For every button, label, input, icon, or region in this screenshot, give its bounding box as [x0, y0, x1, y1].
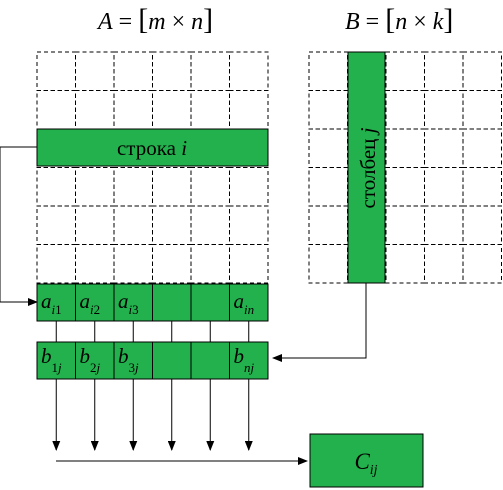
- result-cell: [309, 433, 424, 488]
- matrix-a-cell: [36, 90, 76, 130]
- matrix-b-cell: [308, 128, 348, 168]
- matrix-a-cell: [75, 90, 115, 130]
- column-to-vector-b-arrow: [272, 283, 367, 362]
- matrix-a-cell: [75, 51, 115, 91]
- vector-a-label: ai1: [41, 289, 62, 317]
- matrix-b-cell: [424, 128, 464, 168]
- result-label: Cij: [354, 449, 377, 478]
- matrix-a-cell: [152, 51, 192, 91]
- matrix-a-cell: [229, 205, 269, 245]
- matrix-a-cell: [36, 51, 76, 91]
- row-to-vector-a-arrow: [0, 146, 38, 306]
- matrix-b-cell: [308, 51, 348, 91]
- matrix-b-cell: [385, 244, 425, 284]
- matrix-a-cell: [113, 205, 153, 245]
- matrix-b-cell: [462, 244, 502, 284]
- vector-a-cell: [229, 283, 269, 322]
- matrix-b-grid: [308, 51, 502, 284]
- matrix-b-cell: [385, 90, 425, 130]
- matrix-a-cell: [113, 167, 153, 207]
- matrix-b-cell: [462, 128, 502, 168]
- matrix-a-cell: [190, 167, 230, 207]
- matrix-b-cell: [462, 51, 502, 91]
- matrix-b-highlight-column: [347, 51, 386, 284]
- vector-a-cell: [113, 283, 153, 322]
- vector-a: ai1 ai2 ai3 ain: [36, 283, 269, 322]
- matrix-a-cell: [75, 205, 115, 245]
- vector-b-cell: [36, 341, 76, 380]
- matrix-a-cell: [152, 205, 192, 245]
- matrix-a-cell: [190, 90, 230, 130]
- matrix-a-cell: [229, 90, 269, 130]
- matrix-b-cell: [424, 167, 464, 207]
- vector-a-label: ai3: [118, 289, 139, 317]
- matrix-a-cell: [75, 244, 115, 284]
- matrix-b-title: B = [n × k]: [345, 3, 453, 36]
- matrix-b-cell: [424, 90, 464, 130]
- vector-b-cell: [190, 341, 230, 380]
- vector-b-cell: [152, 341, 192, 380]
- summation-arrows: [52, 379, 253, 451]
- matrix-a-cell: [152, 244, 192, 284]
- matrix-a-cell: [152, 167, 192, 207]
- matrix-b-cell: [385, 128, 425, 168]
- matrix-a-cell: [190, 244, 230, 284]
- matrix-a-cell: [229, 51, 269, 91]
- vector-b-label: b2j: [80, 344, 101, 375]
- matrix-a-title: A = [m × n]: [96, 3, 213, 36]
- matrix-a-cell: [36, 205, 76, 245]
- matrix-b-cell: [424, 51, 464, 91]
- matrix-b-cell: [462, 205, 502, 245]
- matrix-b-cell: [424, 205, 464, 245]
- matrix-b-cell: [308, 244, 348, 284]
- matrix-a-cell: [152, 90, 192, 130]
- matrix-a-cell: [229, 167, 269, 207]
- matrix-a-grid: [36, 51, 269, 284]
- vector-a-cell: [152, 283, 192, 322]
- vector-a-label: ain: [234, 289, 255, 317]
- matrix-a-cell: [229, 244, 269, 284]
- matrix-b-cell: [385, 205, 425, 245]
- matrix-b-cell: [385, 51, 425, 91]
- matrix-b-cell: [308, 205, 348, 245]
- vector-b: b1j b2j b3j bnj: [36, 341, 269, 380]
- matrix-b-cell: [462, 167, 502, 207]
- vector-a-cell: [190, 283, 230, 322]
- matrix-a-highlight-row: [36, 128, 269, 167]
- row-i-label: строка i: [117, 136, 187, 160]
- vector-b-label: bnj: [234, 344, 255, 375]
- matrix-b-cell: [308, 90, 348, 130]
- matrix-a-cell: [190, 205, 230, 245]
- matrix-a-cell: [75, 167, 115, 207]
- matrix-a-cell: [113, 90, 153, 130]
- matrix-a-cell: [190, 51, 230, 91]
- matrix-a-cell: [36, 244, 76, 284]
- matrix-b-cell: [308, 167, 348, 207]
- matrix-a-cell: [36, 167, 76, 207]
- matrix-b-cell: [462, 90, 502, 130]
- matrix-b-cell: [424, 244, 464, 284]
- matrix-a-cell: [113, 244, 153, 284]
- vector-a-label: ai2: [80, 289, 101, 317]
- vector-b-label: b3j: [118, 344, 139, 375]
- matrix-b-cell: [385, 167, 425, 207]
- matrix-a-cell: [113, 51, 153, 91]
- vector-b-label: b1j: [41, 344, 62, 375]
- vector-connector-lines: [55, 321, 250, 342]
- column-j-label: столбец j: [356, 127, 380, 208]
